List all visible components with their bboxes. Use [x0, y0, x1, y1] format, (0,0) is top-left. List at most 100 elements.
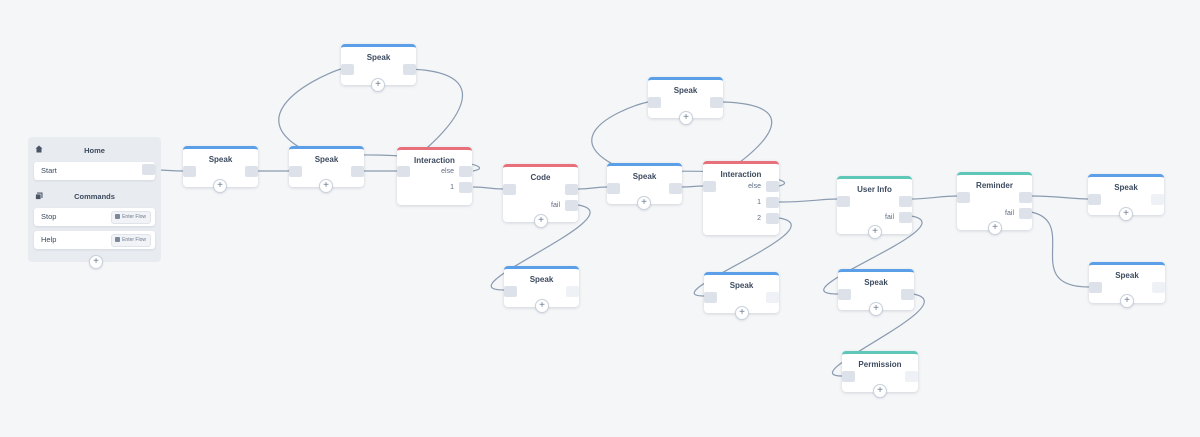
add-step-button[interactable]: + [873, 384, 887, 398]
port-label-fail: fail [1005, 210, 1014, 217]
output-port[interactable] [351, 166, 364, 177]
input-port[interactable] [1089, 282, 1102, 293]
output-port[interactable] [565, 184, 578, 195]
fail-output-port[interactable] [565, 200, 578, 211]
else-output-port[interactable] [766, 181, 779, 192]
output-port[interactable] [245, 166, 258, 177]
port-label-2: 2 [757, 215, 761, 222]
interaction-node-1[interactable]: Interaction else 1 [397, 147, 472, 205]
output-port[interactable] [766, 292, 779, 303]
output-port[interactable] [403, 64, 416, 75]
input-port[interactable] [289, 166, 302, 177]
input-port[interactable] [842, 371, 855, 382]
node-title: Speak [314, 155, 339, 164]
wire-speak-3-to-interaction-2 [681, 185, 704, 188]
else-output-port[interactable] [459, 166, 472, 177]
input-port[interactable] [1088, 194, 1101, 205]
node-title: Speak [366, 53, 391, 62]
speak-node-loop-a[interactable]: Speak [341, 44, 416, 85]
add-step-button[interactable]: + [1119, 207, 1133, 221]
output-port[interactable] [901, 289, 914, 300]
output-port[interactable] [710, 97, 723, 108]
user-info-node[interactable]: User Info fail [837, 176, 912, 234]
add-step-button[interactable]: + [534, 214, 548, 228]
node-title: Speak [208, 155, 233, 164]
input-port[interactable] [503, 184, 516, 195]
flow-icon [115, 214, 121, 219]
input-port[interactable] [183, 166, 196, 177]
home-heading: Home [84, 146, 105, 155]
input-port[interactable] [648, 97, 661, 108]
output-port[interactable] [905, 371, 918, 382]
output-port[interactable] [899, 196, 912, 207]
choice-2-output-port[interactable] [766, 213, 779, 224]
home-icon [35, 145, 43, 153]
choice-1-output-port[interactable] [459, 182, 472, 193]
port-label-else: else [748, 183, 761, 190]
node-title: Speak [632, 172, 657, 181]
add-step-button[interactable]: + [869, 302, 883, 316]
output-port[interactable] [669, 183, 682, 194]
command-row-help[interactable]: Help Enter Flow [34, 231, 155, 249]
node-title: User Info [857, 185, 892, 194]
input-port[interactable] [838, 289, 851, 300]
home-panel: Home Start Commands Stop Enter Flow Help… [28, 137, 161, 262]
speak-node-2[interactable]: Speak [289, 146, 364, 187]
port-label-fail: fail [885, 214, 894, 221]
command-label: Help [41, 235, 57, 244]
enter-flow-button[interactable]: Enter Flow [111, 211, 151, 224]
node-title: Interaction [720, 170, 762, 179]
input-port[interactable] [837, 196, 850, 207]
add-step-button[interactable]: + [535, 299, 549, 313]
input-port[interactable] [397, 166, 410, 177]
start-output-port[interactable] [142, 164, 155, 175]
output-port[interactable] [566, 286, 579, 297]
output-port[interactable] [1152, 282, 1165, 293]
add-step-button[interactable]: + [679, 111, 693, 125]
node-title: Permission [858, 360, 902, 369]
node-title: Code [530, 173, 551, 182]
add-step-button[interactable]: + [988, 221, 1002, 235]
output-port[interactable] [1151, 194, 1164, 205]
input-port[interactable] [504, 286, 517, 297]
port-label-fail: fail [551, 202, 560, 209]
choice-1-output-port[interactable] [766, 197, 779, 208]
port-label-1: 1 [757, 199, 761, 206]
add-step-button[interactable]: + [371, 78, 385, 92]
wire-reminder-fail-to-speak [1030, 211, 1090, 288]
command-row-stop[interactable]: Stop Enter Flow [34, 208, 155, 226]
start-label: Start [41, 166, 57, 175]
wire-interaction-2-1-to-user-info [778, 198, 838, 203]
flow-stack-icon [35, 192, 43, 200]
enter-flow-button[interactable]: Enter Flow [111, 234, 151, 247]
input-port[interactable] [957, 192, 970, 203]
enter-flow-label: Enter Flow [122, 214, 146, 220]
start-row[interactable]: Start [34, 162, 155, 180]
node-title: Reminder [976, 181, 1013, 190]
flow-icon [115, 237, 121, 242]
wire-user-info-to-reminder [910, 195, 958, 200]
node-title: Interaction [414, 156, 455, 165]
node-title: Speak [529, 275, 554, 284]
wire-reminder-to-speak [1030, 195, 1089, 200]
fail-output-port[interactable] [1019, 208, 1032, 219]
speak-node-userinfo-fail[interactable]: Speak [838, 269, 914, 310]
add-step-button[interactable]: + [735, 306, 749, 320]
input-port[interactable] [607, 183, 620, 194]
fail-output-port[interactable] [899, 212, 912, 223]
code-node[interactable]: Code fail [503, 164, 578, 222]
add-command-button[interactable]: + [89, 255, 103, 269]
input-port[interactable] [703, 181, 716, 192]
add-step-button[interactable]: + [319, 179, 333, 193]
reminder-node[interactable]: Reminder fail [957, 172, 1032, 230]
enter-flow-label: Enter Flow [122, 237, 146, 243]
add-step-button[interactable]: + [868, 225, 882, 239]
output-port[interactable] [1019, 192, 1032, 203]
node-title: Speak [1115, 271, 1139, 280]
add-step-button[interactable]: + [637, 196, 651, 210]
input-port[interactable] [341, 64, 354, 75]
input-port[interactable] [704, 292, 717, 303]
add-step-button[interactable]: + [1120, 294, 1134, 308]
interaction-node-2[interactable]: Interaction else 1 2 [703, 161, 779, 235]
add-step-button[interactable]: + [213, 179, 227, 193]
